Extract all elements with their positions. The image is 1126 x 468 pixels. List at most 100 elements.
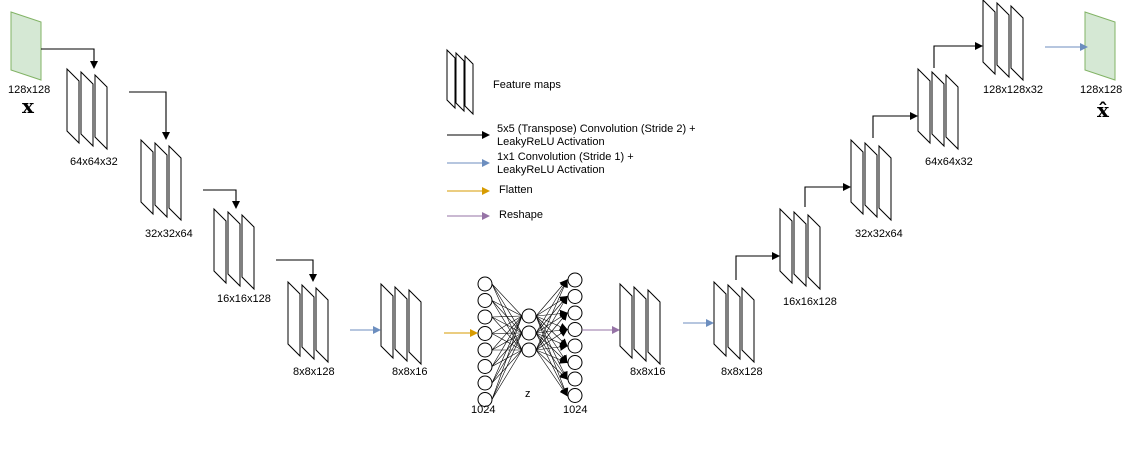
feature-map-slab <box>315 286 329 364</box>
feature-map-slab <box>741 286 755 364</box>
encoder-block <box>287 280 329 364</box>
legend-conv-line2: LeakyReLU Activation <box>497 136 605 148</box>
dense-connection <box>491 315 523 400</box>
decoder-dims-label: 128x128x32 <box>983 84 1043 96</box>
feature-map-slab <box>301 283 315 361</box>
feature-map-slab <box>80 70 94 148</box>
decoder-block <box>850 138 892 222</box>
dense-neuron <box>567 355 583 370</box>
dense-neuron <box>477 293 493 308</box>
feature-map-slab <box>619 282 633 360</box>
dense-connection <box>491 315 523 351</box>
dense-neuron <box>477 392 493 407</box>
legend <box>446 48 490 220</box>
dense-connection <box>535 279 568 351</box>
dense-connection <box>535 312 568 351</box>
decoder-dims-label: 8x8x16 <box>630 366 666 378</box>
dense-neuron <box>477 375 493 391</box>
feature-map-slab <box>996 1 1010 79</box>
dense-neuron <box>567 338 583 354</box>
feature-map-slab <box>408 288 422 366</box>
dense-connection <box>535 349 568 380</box>
feature-map-slab <box>94 73 108 151</box>
dense-connection <box>491 349 523 400</box>
encoder-dims-label: 16x16x128 <box>217 293 271 305</box>
dense-network <box>477 272 583 407</box>
feature-map-slab <box>647 288 661 366</box>
feature-map-slab <box>154 141 168 219</box>
feature-map-slab <box>287 280 301 358</box>
decoder-dims-label: 16x16x128 <box>783 296 837 308</box>
feature-map-slab <box>779 207 793 285</box>
decoder-dims-label: 8x8x128 <box>721 366 763 378</box>
feature-map-slab <box>213 207 227 285</box>
connection-arrow <box>276 259 317 282</box>
dense-left-label: 1024 <box>471 404 496 416</box>
dense-neuron <box>567 272 583 288</box>
legend-reshape-label: Reshape <box>499 209 544 221</box>
dense-neuron <box>477 342 493 358</box>
encoder-block <box>140 138 182 222</box>
encoder-dims-label: 8x8x128 <box>293 366 335 378</box>
decoder-dims-label: 64x64x32 <box>925 156 973 168</box>
feature-map-slab <box>945 73 959 151</box>
feature-map-slab <box>982 0 996 76</box>
dense-neuron <box>567 289 583 304</box>
latent-neuron <box>521 308 537 324</box>
feature-map-slab <box>380 282 394 360</box>
connection-arrow <box>735 252 780 280</box>
output-image-slab <box>1084 11 1116 81</box>
feature-map-slab <box>917 67 931 145</box>
encoder-dims-label: 64x64x32 <box>70 156 118 168</box>
feature-map-slab <box>807 213 821 291</box>
dense-connection <box>491 315 523 334</box>
input-dims-label: 128x128 <box>8 84 51 96</box>
feature-map-slab <box>227 210 241 288</box>
connection-arrow <box>41 48 98 69</box>
dense-connection <box>535 279 568 334</box>
latent-neuron <box>521 342 537 358</box>
legend-slab <box>464 54 474 116</box>
decoder-block <box>982 0 1024 82</box>
dense-connection <box>491 283 523 317</box>
latent-z-label: z <box>525 388 531 400</box>
feature-map-slab <box>713 280 727 358</box>
feature-map-slab <box>1010 4 1024 82</box>
dense-connection <box>491 315 523 367</box>
dense-neuron <box>477 309 493 325</box>
dense-connection <box>491 300 523 317</box>
feature-map-slab <box>66 67 80 145</box>
legend-conv-line1: 5x5 (Transpose) Convolution (Stride 2) + <box>497 123 696 135</box>
connection-arrow <box>804 183 851 207</box>
feature-map-blocks <box>10 0 1116 366</box>
dense-connection <box>535 349 568 364</box>
input-symbol: x <box>22 94 34 118</box>
decoder-block <box>779 207 821 291</box>
decoder-block <box>619 282 661 366</box>
dense-connection <box>535 295 568 351</box>
legend-slab <box>455 51 465 113</box>
feature-map-slab <box>793 210 807 288</box>
legend-conv1x1-line2: LeakyReLU Activation <box>497 164 605 176</box>
dense-connection <box>535 279 568 317</box>
feature-map-slab <box>864 141 878 219</box>
legend-conv1x1-line1: 1x1 Convolution (Stride 1) + <box>497 151 634 163</box>
dense-neuron <box>567 388 583 403</box>
dense-neuron <box>567 305 583 321</box>
dense-connection <box>491 315 523 384</box>
output-symbol: x̂ <box>1097 98 1109 122</box>
output-dims-label: 128x128 <box>1080 84 1123 96</box>
decoder-block <box>713 280 755 364</box>
dense-neuron <box>567 371 583 387</box>
encoder-block <box>213 207 255 291</box>
connection-arrow <box>933 42 983 68</box>
decoder-dims-label: 32x32x64 <box>855 228 903 240</box>
legend-feature-maps-icon <box>446 48 474 116</box>
feature-map-slab <box>241 213 255 291</box>
decoder-block <box>917 67 959 151</box>
legend-flatten-label: Flatten <box>499 184 533 196</box>
connection-arrow <box>203 189 240 209</box>
feature-map-slab <box>140 138 154 216</box>
dense-connection <box>491 332 523 400</box>
encoder-dims-label: 32x32x64 <box>145 228 193 240</box>
